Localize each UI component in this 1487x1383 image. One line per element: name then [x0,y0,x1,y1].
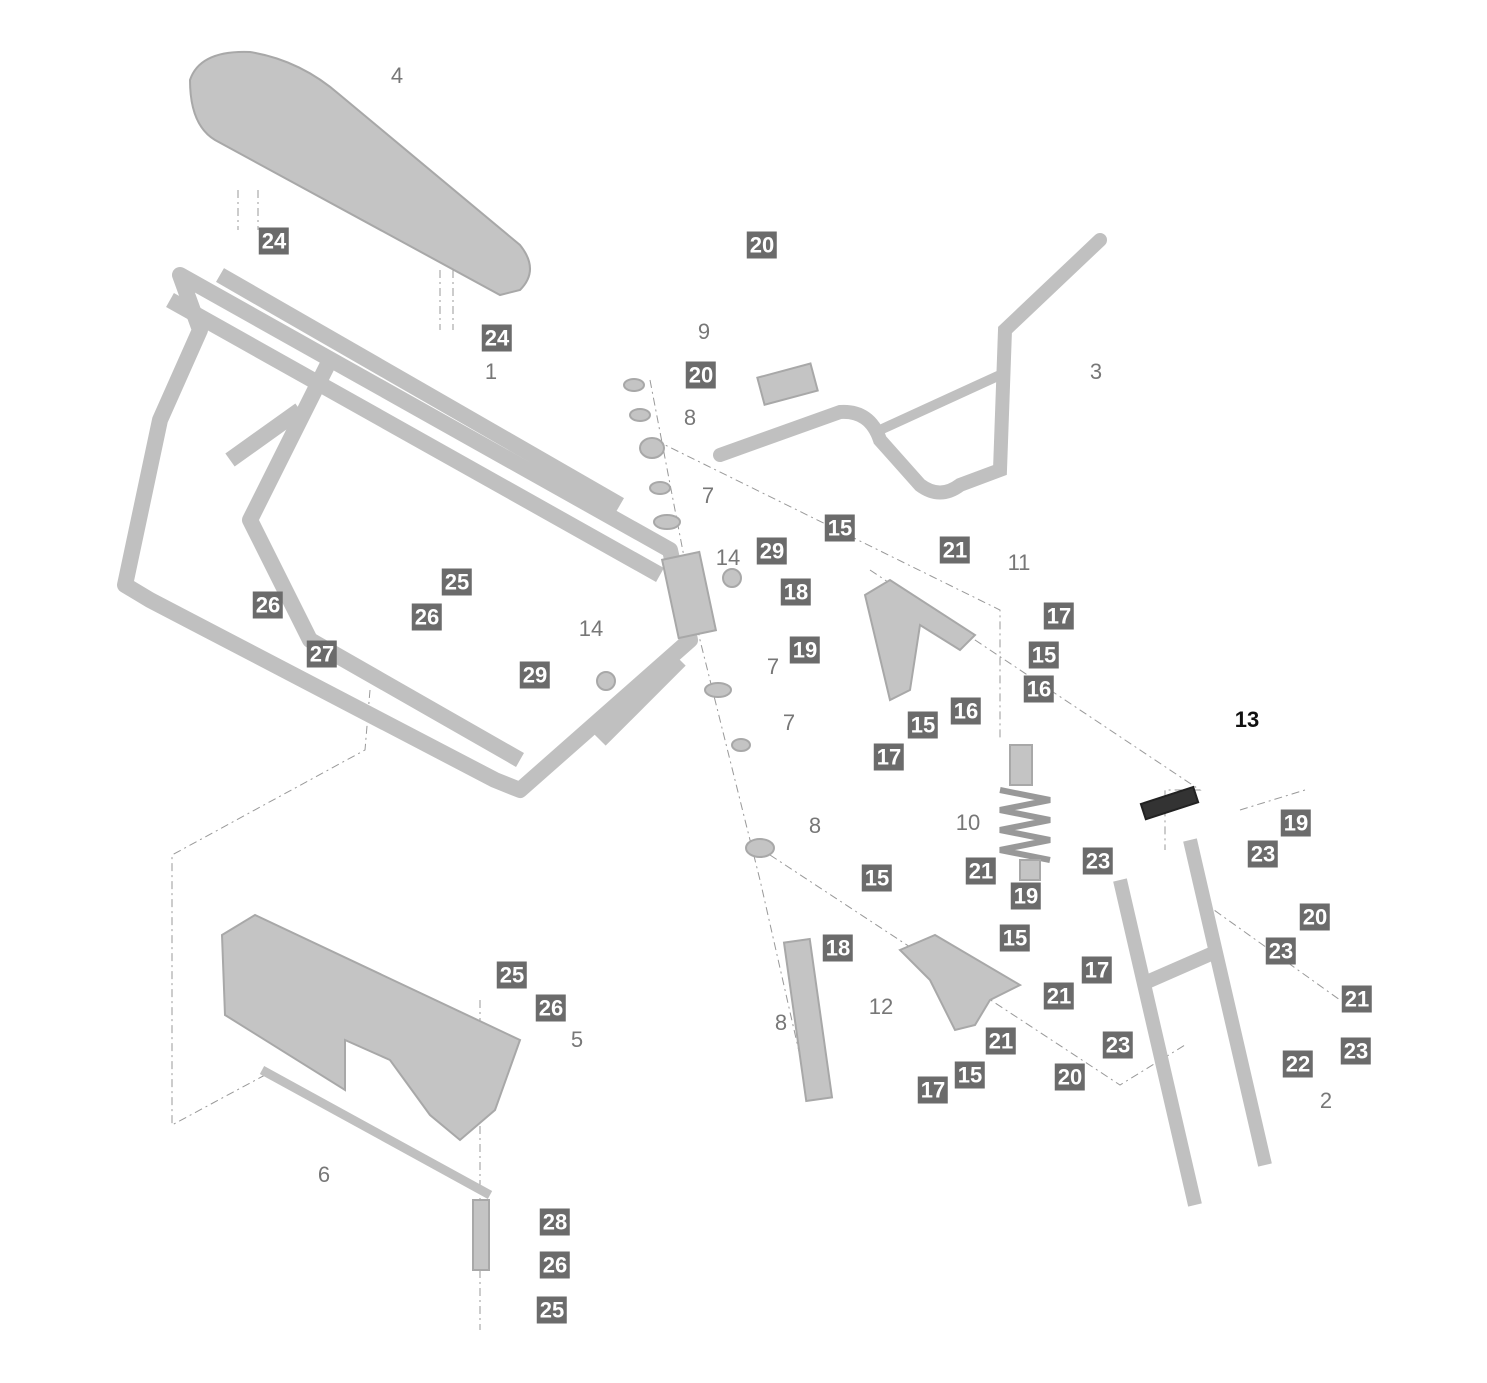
callout-part-13: 13 [1234,707,1260,732]
callout-part-7: 7 [701,483,715,508]
callout-part-20: 20 [1054,1063,1086,1091]
callout-part-21: 21 [1341,985,1373,1013]
callout-part-3: 3 [1089,359,1103,384]
callout-part-20: 20 [746,231,778,259]
callout-part-22: 22 [1282,1050,1314,1078]
shock [999,744,1051,881]
callout-part-6: 6 [317,1162,331,1187]
callout-part-21: 21 [965,857,997,885]
callout-part-27: 27 [306,640,338,668]
frame [117,267,698,798]
callout-part-26: 26 [252,591,284,619]
upper-triple-clamp [863,578,977,702]
callout-part-25: 25 [536,1296,568,1324]
callout-part-10: 10 [955,810,981,835]
callout-part-11: 11 [1007,550,1031,575]
callout-part-7: 7 [766,654,780,679]
callout-part-14: 14 [715,545,741,570]
callout-part-20: 20 [685,361,717,389]
callout-part-24: 24 [481,324,513,352]
callout-part-15: 15 [1028,641,1060,669]
steering-tube [782,937,834,1103]
callout-part-18: 18 [822,934,854,962]
callout-part-24: 24 [258,227,290,255]
callout-part-8: 8 [683,405,697,430]
part-13-pin [1139,785,1200,821]
callout-part-15: 15 [824,514,856,542]
callout-part-16: 16 [950,697,982,725]
callout-part-17: 17 [1043,602,1075,630]
callout-part-18: 18 [780,578,812,606]
callout-part-26: 26 [539,1251,571,1279]
fork [1113,838,1272,1207]
callout-part-23: 23 [1340,1037,1372,1065]
callout-part-15: 15 [954,1061,986,1089]
seat [188,50,531,297]
callout-part-21: 21 [985,1027,1017,1055]
bracket-6 [259,1066,493,1199]
callout-part-23: 23 [1265,937,1297,965]
callout-part-23: 23 [1102,1031,1134,1059]
callout-part-26: 26 [535,994,567,1022]
skid-plate [220,913,522,1142]
callout-part-19: 19 [1280,809,1312,837]
callout-part-21: 21 [1043,982,1075,1010]
callout-part-29: 29 [519,661,551,689]
handlebar [713,233,1107,500]
callout-part-12: 12 [868,994,894,1019]
callout-part-26: 26 [411,603,443,631]
callout-part-5: 5 [570,1027,584,1052]
stem-clamp [756,362,819,406]
callout-part-25: 25 [441,568,473,596]
callout-part-8: 8 [774,1010,788,1035]
callout-part-7: 7 [782,710,796,735]
callout-part-2: 2 [1319,1088,1333,1113]
callout-part-17: 17 [873,743,905,771]
callout-part-25: 25 [496,961,528,989]
callout-part-16: 16 [1023,675,1055,703]
parts-artwork [117,50,1272,1271]
callout-part-20: 20 [1299,903,1331,931]
callout-part-23: 23 [1247,840,1279,868]
callout-part-15: 15 [861,864,893,892]
callout-part-28: 28 [539,1208,571,1236]
callout-part-9: 9 [697,319,711,344]
callout-part-1: 1 [484,359,498,384]
callout-part-14: 14 [578,616,604,641]
callout-part-21: 21 [939,536,971,564]
callout-part-15: 15 [999,924,1031,952]
callout-part-8: 8 [808,813,822,838]
spacer-28 [472,1199,490,1271]
callout-part-4: 4 [390,63,404,88]
callout-part-19: 19 [789,636,821,664]
callout-part-19: 19 [1010,882,1042,910]
callout-part-17: 17 [917,1076,949,1104]
callout-part-29: 29 [756,537,788,565]
lower-triple-clamp [898,933,1023,1032]
callout-part-15: 15 [907,711,939,739]
callout-part-17: 17 [1081,956,1113,984]
head-tube [660,550,718,640]
callout-part-23: 23 [1082,847,1114,875]
